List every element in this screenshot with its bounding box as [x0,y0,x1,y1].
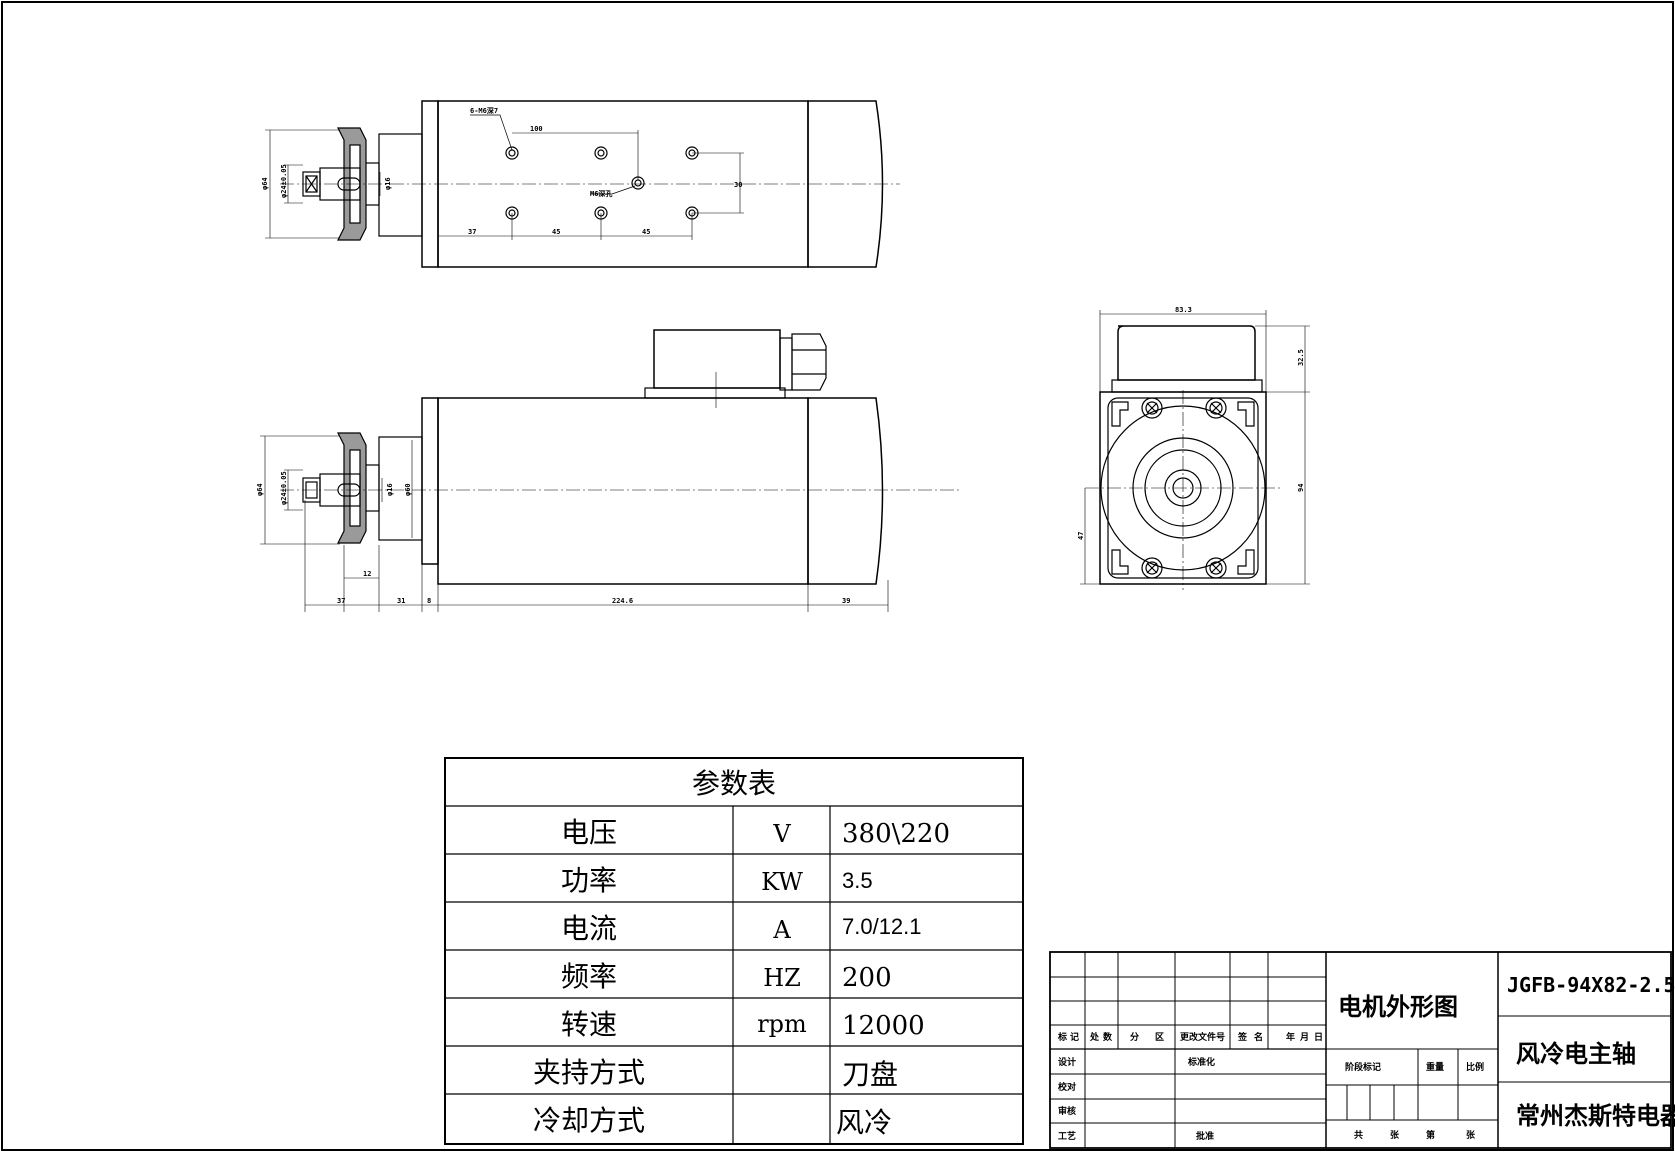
dim-len8: 8 [427,597,431,605]
tb-sheets-no: 第 [1426,1129,1435,1141]
dim-30: 30 [734,181,742,189]
param-name-power: 功率 [561,864,617,897]
param-value-cooling: 风冷 [836,1106,892,1139]
dim-dia16: φ16 [384,177,392,190]
param-name-current: 电流 [561,912,617,945]
tb-hdr-zone2: 区 [1155,1032,1164,1043]
tb-scale-label: 比例 [1466,1061,1484,1073]
tb-model: JGFB-94X82-2.5K [1507,973,1675,997]
dim-len224: 224.6 [612,597,633,605]
tb-weight-label: 重量 [1426,1061,1444,1073]
param-unit-voltage: V [772,820,791,848]
dim-dia24: φ24±0.05 [280,164,288,198]
tb-hdr-day: 日 [1314,1032,1323,1043]
tb-hdr-zone1: 分 [1130,1031,1139,1043]
dim-len37: 37 [337,597,345,605]
param-name-frequency: 频率 [561,960,617,993]
tb-drawing-name: 电机外形图 [1338,992,1458,1021]
param-name-voltage: 电压 [561,816,617,849]
tb-stage-label: 阶段标记 [1345,1061,1381,1073]
tb-hdr-count2: 数 [1103,1031,1113,1043]
param-value-speed: 12000 [842,1011,925,1041]
param-value-voltage: 380\220 [842,819,950,849]
side-view [260,329,960,612]
tb-row-process: 工艺 [1058,1130,1076,1142]
param-value-frequency: 200 [842,963,892,993]
dim-len39: 39 [842,597,850,605]
dim-side-dia16: φ16 [386,483,394,496]
param-value-power: 3.5 [842,868,873,893]
tb-row-check: 校对 [1058,1081,1076,1093]
dim-height47: 47 [1077,532,1085,540]
dim-width83: 83.3 [1175,306,1192,314]
dim-100: 100 [530,125,543,133]
title-block: 标 记 处 数 分 区 更改文件号 签 名 年 月 日 设计 校对 审核 工艺 … [1049,951,1675,1149]
top-view [265,100,900,268]
param-name-clamping: 夹持方式 [533,1056,645,1089]
dim-len12: 12 [363,570,371,578]
param-unit-speed: rpm [757,1010,807,1038]
dim-45a: 45 [552,228,560,236]
dim-side-dia60: φ60 [404,483,412,496]
dim-37: 37 [468,228,476,236]
dim-height32: 32.5 [1297,349,1305,366]
dim-45b: 45 [642,228,650,236]
tb-std-label: 标准化 [1187,1056,1215,1068]
top-view-labels: 6-M6深7 M6深孔 100 30 37 45 45 φ64 φ24±0.05… [261,106,742,236]
param-value-current: 7.0/12.1 [842,914,922,939]
param-unit-current: A [772,916,791,944]
tb-hdr-change-doc: 更改文件号 [1180,1031,1225,1043]
tb-sheets-total: 共 [1354,1129,1363,1141]
params-table: 参数表 电压 V 380\220 功率 KW 3.5 电流 A 7.0/12.1… [444,757,1024,1145]
tb-approve-label: 批准 [1196,1130,1214,1142]
tb-hdr-sign1: 签 [1237,1031,1248,1043]
param-name-cooling: 冷却方式 [533,1104,645,1137]
mounting-holes [505,146,699,220]
tb-hdr-mark2: 记 [1070,1031,1079,1043]
params-table-title: 参数表 [692,767,776,800]
end-view [1080,310,1310,590]
tb-hdr-year: 年 [1286,1031,1295,1043]
tb-hdr-mark1: 标 [1057,1031,1067,1043]
param-unit-frequency: HZ [763,964,801,992]
tb-hdr-sign2: 名 [1254,1031,1263,1043]
param-value-clamping: 刀盘 [842,1058,898,1091]
dim-side-dia64: φ64 [256,483,264,496]
dim-side-dia24: φ24±0.05 [280,471,288,505]
tb-sheets-unit2: 张 [1466,1129,1476,1141]
param-unit-power: KW [761,868,803,896]
tb-row-design: 设计 [1058,1056,1076,1068]
tb-sheets-unit1: 张 [1390,1129,1400,1141]
holes-callout: 6-M6深7 [470,106,498,115]
center-hole-callout: M6深孔 [590,189,612,198]
end-view-labels: 83.3 32.5 94 47 [1077,306,1305,540]
tb-hdr-month: 月 [1299,1032,1309,1043]
dim-dia64: φ64 [261,177,269,190]
dim-height94: 94 [1297,484,1305,492]
tb-row-review: 审核 [1058,1105,1076,1117]
side-view-labels: 37 31 8 224.6 39 12 φ64 φ24±0.05 φ16 φ60 [256,471,850,605]
dim-len31: 31 [397,597,405,605]
tb-company: 常州杰斯特电器 [1516,1101,1675,1130]
tb-product: 风冷电主轴 [1516,1039,1636,1068]
tb-hdr-count1: 处 [1089,1031,1100,1043]
param-name-speed: 转速 [561,1008,617,1041]
